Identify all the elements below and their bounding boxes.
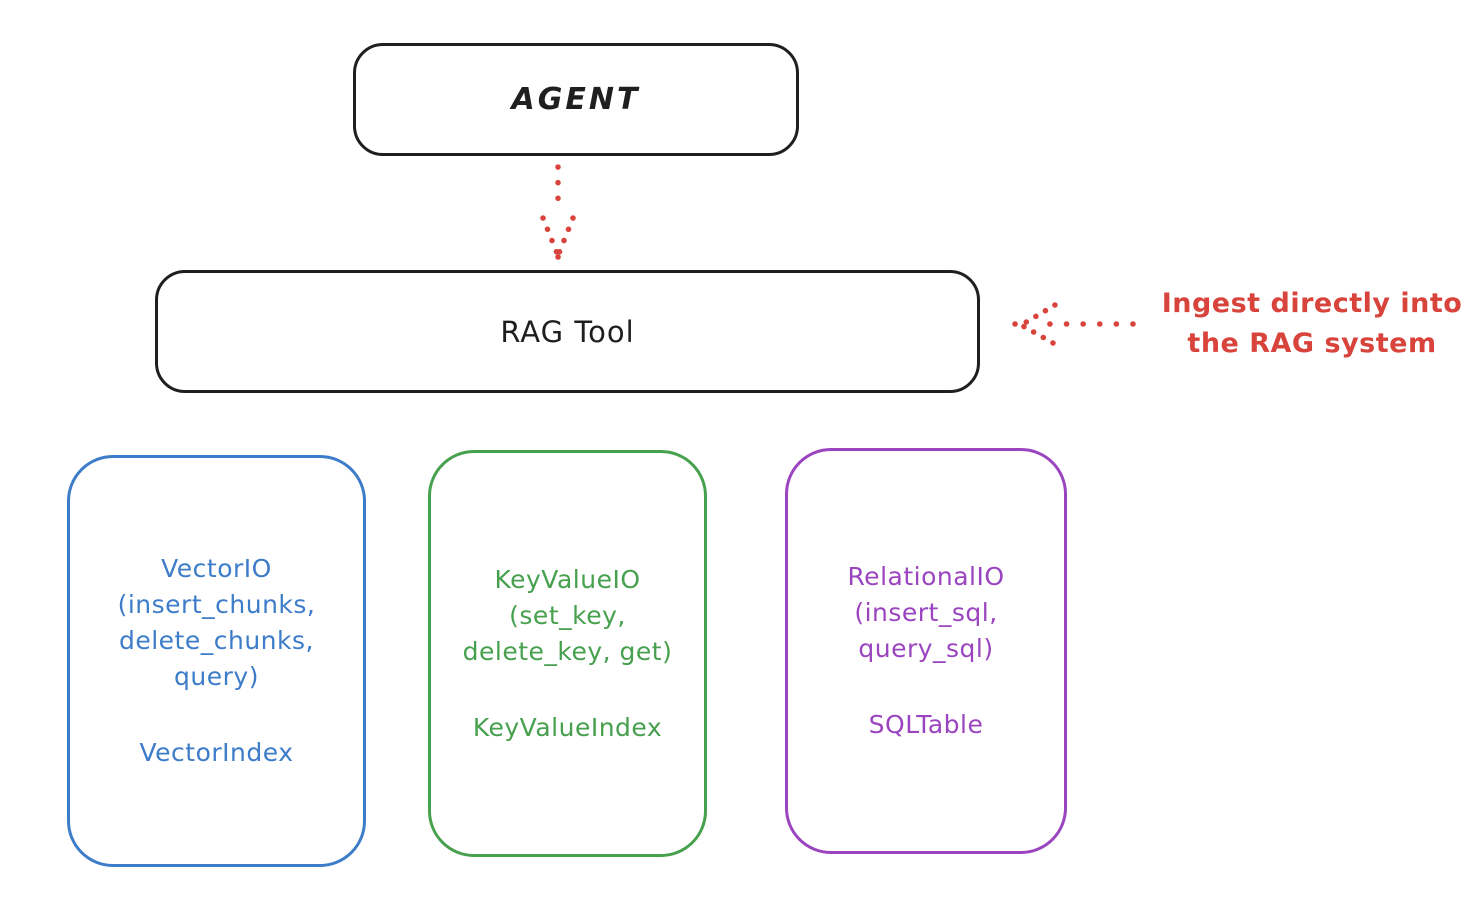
key-value-io-lines: KeyValueIO (set_key, delete_key, get) [463,562,673,670]
storage-box-line: RelationalIO [847,562,1005,591]
agent-box-label: AGENT [511,82,641,117]
key-value-io-box: KeyValueIO (set_key, delete_key, get) Ke… [428,450,707,857]
agent-to-ragtool-arrow [540,164,576,260]
relational-io-box: RelationalIO (insert_sql, query_sql) SQL… [785,448,1067,854]
storage-box-line: delete_key, get) [462,636,673,666]
storage-box-line: (insert_sql, [854,598,998,627]
storage-box-line: delete_chunks, [118,626,314,655]
storage-box-line: KeyValueIO [494,564,641,594]
vector-io-box: VectorIO (insert_chunks, delete_chunks, … [67,455,366,867]
storage-box-line: query_sql) [858,634,994,663]
key-value-index-label: KeyValueIndex [472,712,663,742]
ingest-annotation-line-2: the RAG system [1187,328,1437,359]
sql-table-label: SQLTable [868,710,984,739]
rag-tool-box: RAG Tool [155,270,980,393]
storage-box-line: (insert_chunks, [117,590,316,619]
agent-box: AGENT [353,43,799,156]
relational-io-lines: RelationalIO (insert_sql, query_sql) [847,559,1004,667]
vector-index-label: VectorIndex [139,738,294,767]
storage-box-line: (set_key, [509,600,626,630]
vector-io-lines: VectorIO (insert_chunks, delete_chunks, … [118,551,316,695]
storage-box-line: VectorIO [161,554,272,583]
ingest-annotation-arrow [1012,302,1136,346]
rag-tool-box-label: RAG Tool [500,314,635,349]
storage-box-line: query) [174,662,259,691]
ingest-annotation: Ingest directly into the RAG system [1140,284,1484,364]
ingest-annotation-line-1: Ingest directly into [1161,288,1463,319]
